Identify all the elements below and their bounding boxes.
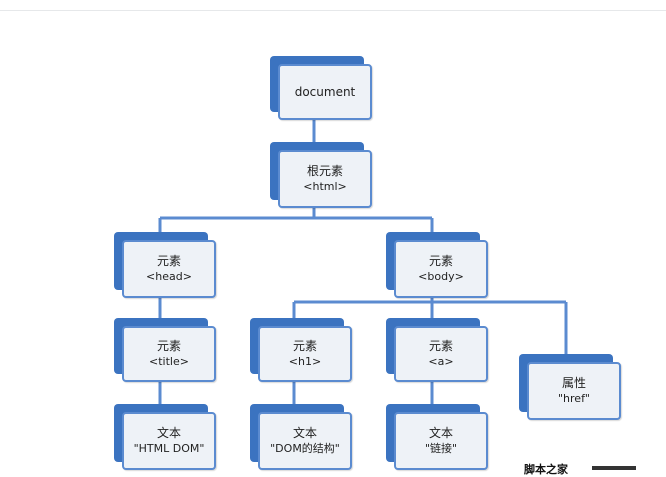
node-a: 元素 <a>: [386, 318, 488, 382]
node-text-a-value: "链接": [424, 442, 458, 455]
node-head: 元素 <head>: [114, 232, 216, 298]
node-h1-label: 元素: [292, 339, 317, 353]
node-text-a: 文本 "链接": [386, 404, 488, 470]
node-text-h1-value: "DOM的结构": [270, 442, 340, 455]
node-title: 元素 <title>: [114, 318, 216, 382]
top-divider: [0, 10, 666, 11]
node-body-label: 元素: [428, 254, 453, 268]
node-text-h1: 文本 "DOM的结构": [250, 404, 352, 470]
node-title-tag: <title>: [149, 355, 189, 368]
node-text-title-label: 文本: [156, 426, 181, 440]
node-title-label: 元素: [156, 339, 181, 353]
node-text-title-value: "HTML DOM": [133, 442, 205, 455]
node-attr-label: 属性: [561, 376, 586, 390]
node-text-h1-label: 文本: [292, 426, 317, 440]
node-text-title: 文本 "HTML DOM": [114, 404, 216, 470]
node-head-label: 元素: [156, 254, 181, 268]
watermark-text: 脚本之家: [524, 463, 568, 476]
node-head-tag: <head>: [146, 270, 192, 283]
node-document-label: document: [294, 85, 356, 99]
node-a-tag: <a>: [428, 355, 454, 368]
node-h1: 元素 <h1>: [250, 318, 352, 382]
node-h1-tag: <h1>: [288, 355, 322, 368]
node-a-label: 元素: [428, 339, 453, 353]
node-body: 元素 <body>: [386, 232, 488, 298]
node-body-tag: <body>: [418, 270, 464, 283]
node-attr-href: 属性 "href": [519, 354, 621, 420]
node-document: document: [270, 56, 372, 120]
node-html: 根元素 <html>: [270, 142, 372, 208]
node-attr-value: "href": [557, 392, 590, 405]
node-html-label: 根元素: [306, 164, 343, 178]
node-text-a-label: 文本: [428, 426, 453, 440]
node-html-tag: <html>: [303, 180, 347, 193]
watermark-bar: [592, 466, 636, 470]
